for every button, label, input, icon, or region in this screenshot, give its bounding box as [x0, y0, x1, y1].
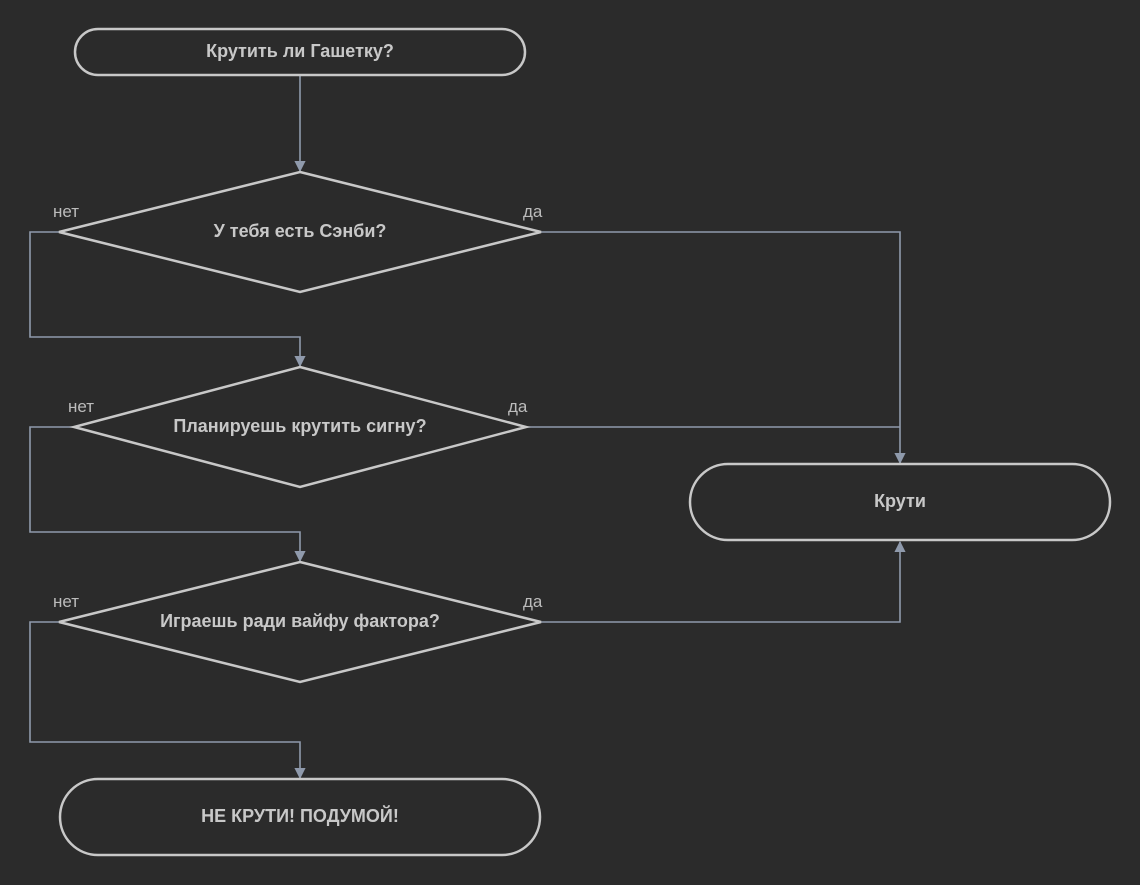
yes-result-terminal-shape	[688, 462, 1112, 542]
q1-no-label: нет	[53, 202, 79, 221]
node-no-result: НЕ КРУТИ! ПОДУМОЙ!	[58, 777, 542, 857]
node-q2: Планируешь крутить сигну?	[69, 365, 531, 489]
node-q3: Играешь ради вайфу фактора?	[58, 560, 542, 684]
edge-q3-yes	[541, 540, 906, 623]
edge-labels: нет да нет да нет да	[53, 202, 543, 611]
edge-q1-yes	[541, 231, 906, 465]
edge-q3-no	[29, 621, 306, 780]
q3-yes-label: да	[523, 592, 543, 611]
edge-q1-no	[29, 231, 306, 368]
q1-label: У тебя есть Сэнби?	[214, 221, 387, 241]
q3-no-label: нет	[53, 592, 79, 611]
no-result-label: НЕ КРУТИ! ПОДУМОЙ!	[201, 805, 399, 826]
start-label: Крутить ли Гашетку?	[206, 41, 394, 61]
edges	[29, 76, 906, 780]
edge-q2-no	[29, 426, 306, 563]
node-yes-result: Крути	[688, 462, 1112, 542]
q1-decision-shape	[58, 170, 542, 294]
node-start: Крутить ли Гашетку?	[73, 27, 527, 77]
q3-label: Играешь ради вайфу фактора?	[160, 611, 440, 631]
no-result-terminal-shape	[58, 777, 542, 857]
q1-yes-label: да	[523, 202, 543, 221]
q2-decision-shape	[69, 365, 531, 489]
start-terminal-shape	[73, 27, 527, 77]
yes-result-label: Крути	[874, 491, 926, 511]
q2-label: Планируешь крутить сигну?	[173, 416, 426, 436]
q2-no-label: нет	[68, 397, 94, 416]
q2-yes-label: да	[508, 397, 528, 416]
node-q1: У тебя есть Сэнби?	[58, 170, 542, 294]
q3-decision-shape	[58, 560, 542, 684]
